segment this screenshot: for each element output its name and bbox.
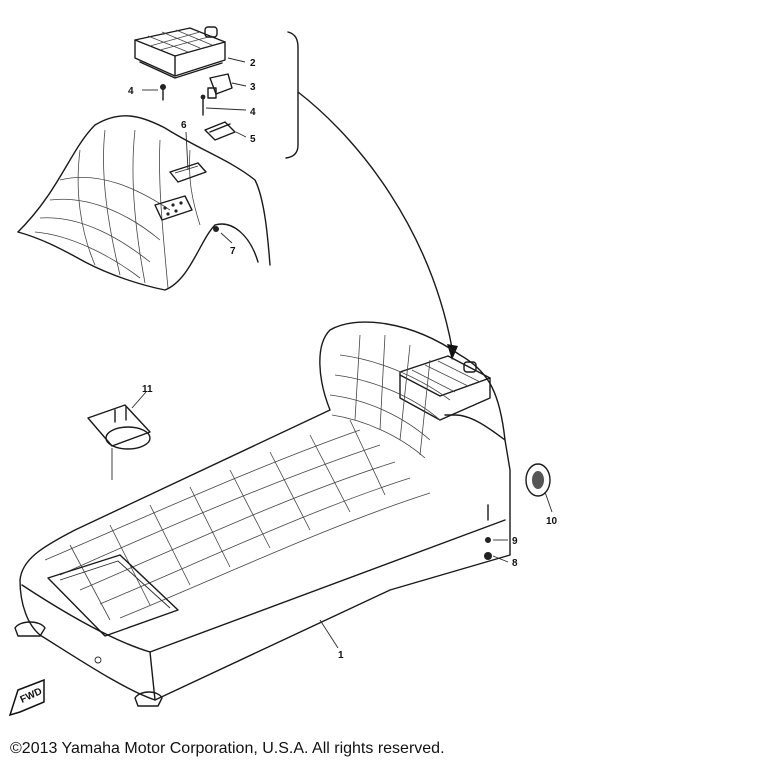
clip [204, 121, 236, 141]
callout-9: 9 [512, 536, 518, 547]
callout-3: 3 [250, 82, 256, 93]
leader-arrow [297, 91, 453, 349]
group-bracket [285, 31, 299, 159]
fwd-arrow-icon: FWD [8, 678, 45, 717]
callout-7: 7 [230, 246, 236, 257]
bracket [207, 73, 233, 99]
callout-1: 1 [338, 650, 344, 661]
callout-5: 5 [250, 134, 256, 145]
callout-8: 8 [512, 558, 518, 569]
cushion-pad [134, 26, 226, 79]
grab-strap [87, 404, 151, 480]
emblem [525, 463, 551, 497]
inset-detail [17, 115, 271, 291]
callout-4b: 4 [250, 107, 256, 118]
nut-washer [484, 504, 492, 560]
callout-4a: 4 [128, 86, 134, 97]
callout-10: 10 [546, 516, 558, 527]
callout-6: 6 [181, 120, 187, 131]
seat-exploded-diagram: FWD 2 3 4 4 5 6 7 11 10 9 8 1 [8, 26, 558, 717]
callout-2: 2 [250, 58, 256, 69]
callout-11: 11 [142, 384, 153, 395]
main-seat [14, 321, 511, 707]
copyright-notice: ©2013 Yamaha Motor Corporation, U.S.A. A… [10, 740, 445, 757]
